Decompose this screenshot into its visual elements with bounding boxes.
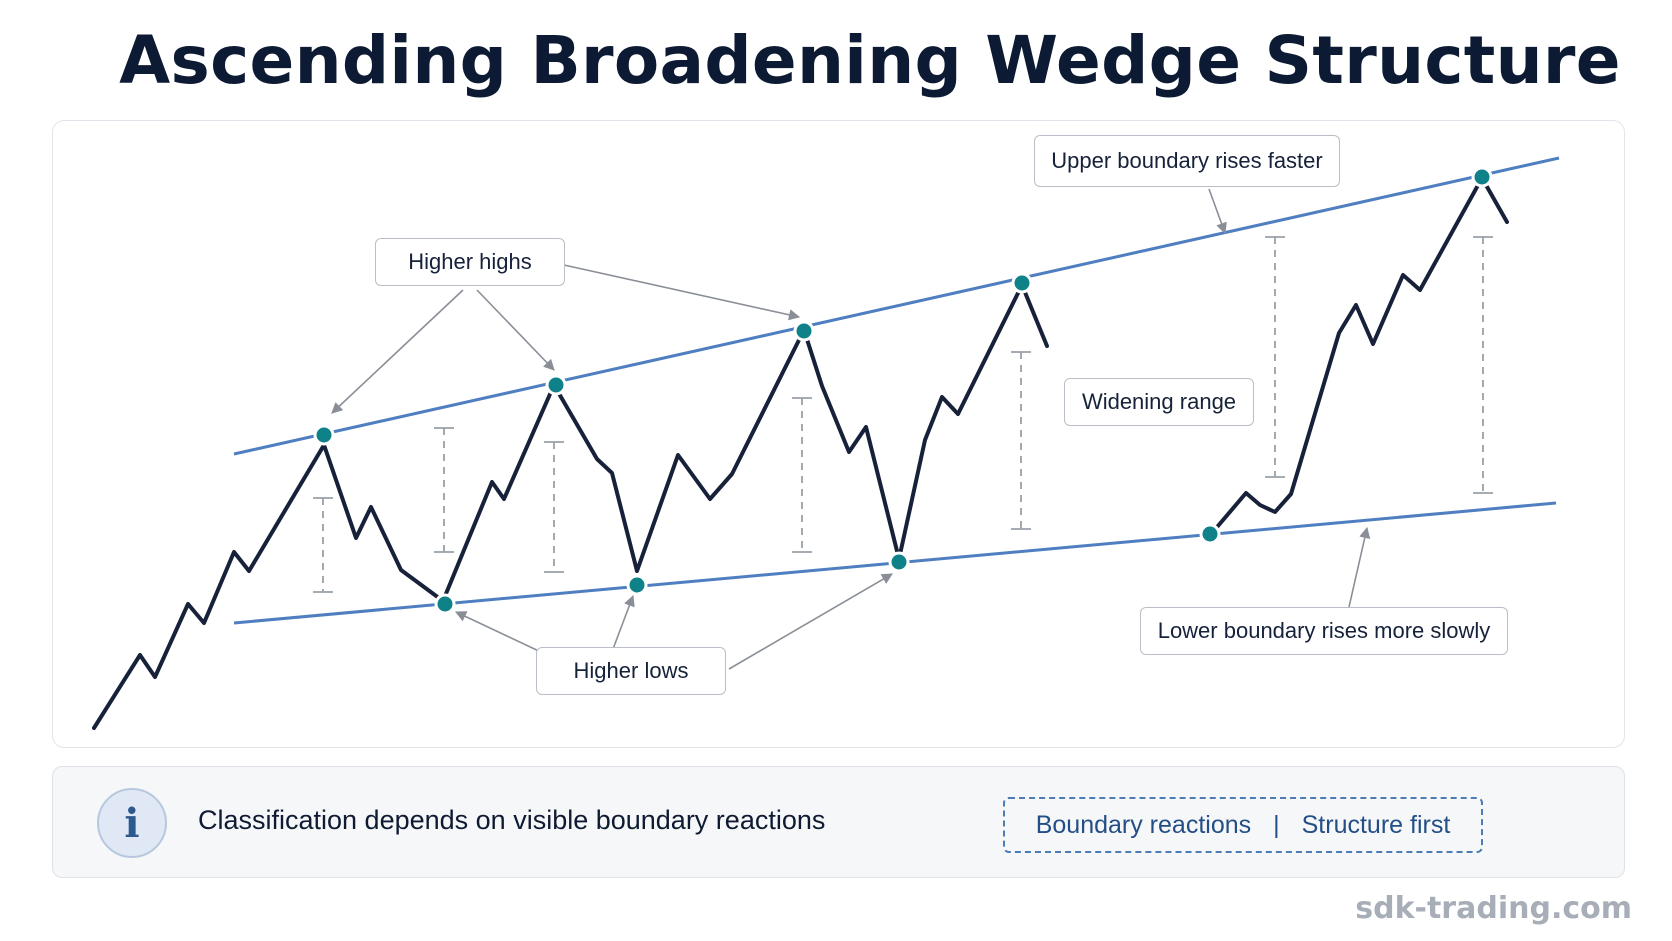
arrow <box>612 594 635 650</box>
arrow <box>563 264 801 321</box>
range-marker <box>544 441 564 573</box>
upper-boundary-line <box>233 156 1560 456</box>
range-marker <box>313 497 333 593</box>
higher-lows-callout: Higher lows <box>536 647 726 695</box>
arrow <box>728 573 893 670</box>
upper-touch-point <box>545 374 567 396</box>
arrow <box>454 611 544 654</box>
info-icon: i <box>97 788 167 858</box>
arrow <box>331 289 464 414</box>
lower-touch-point <box>888 551 910 573</box>
page-title: Ascending Broadening Wedge Structure <box>119 22 1621 99</box>
upper-touch-point <box>1471 166 1493 188</box>
footer-text: Classification depends on visible bounda… <box>198 805 826 835</box>
range-marker <box>1265 236 1285 478</box>
watermark: sdk-trading.com <box>1355 891 1632 926</box>
lower-touch-point <box>626 574 648 596</box>
tag-box: Boundary reactions | Structure first <box>1003 797 1483 853</box>
upper-boundary-callout: Upper boundary rises faster <box>1034 135 1340 187</box>
arrow <box>1208 188 1227 235</box>
chart-panel: Higher highs Upper boundary rises faster… <box>52 120 1625 748</box>
lower-touch-point <box>1199 523 1221 545</box>
range-marker <box>1011 351 1031 530</box>
widening-range-callout: Widening range <box>1064 378 1254 426</box>
upper-touch-point <box>313 424 335 446</box>
lower-touch-point <box>434 593 456 615</box>
tag-separator: | <box>1273 810 1280 839</box>
range-markers <box>313 236 1493 593</box>
wedge-diagram <box>92 156 1560 730</box>
range-marker <box>1473 236 1493 494</box>
price-line-right <box>1210 176 1509 535</box>
upper-touch-point <box>793 320 815 342</box>
upper-touch-point <box>1011 272 1033 294</box>
range-marker <box>792 397 812 553</box>
higher-highs-callout: Higher highs <box>375 238 565 286</box>
tag-boundary-reactions: Boundary reactions <box>1035 810 1252 839</box>
arrow <box>1348 526 1371 608</box>
arrow <box>476 289 555 371</box>
info-footer: i Classification depends on visible boun… <box>52 766 1625 878</box>
range-marker <box>434 427 454 553</box>
tag-structure-first: Structure first <box>1301 810 1451 839</box>
lower-boundary-callout: Lower boundary rises more slowly <box>1140 607 1508 655</box>
